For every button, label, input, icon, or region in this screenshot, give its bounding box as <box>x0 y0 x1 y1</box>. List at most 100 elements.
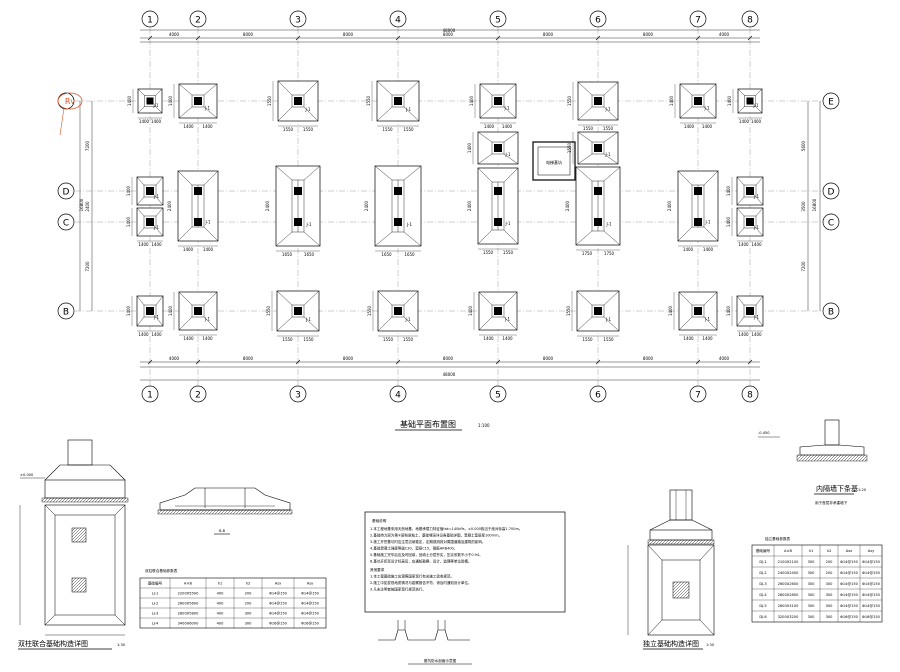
footing-dim: 1400 <box>683 336 694 341</box>
column-section <box>394 218 402 226</box>
footing-slope <box>755 106 763 114</box>
footing-step <box>743 304 757 318</box>
footing-slope <box>755 196 764 206</box>
dim-tick <box>695 35 701 41</box>
footing-slope <box>178 316 193 331</box>
footing-slope <box>478 291 493 306</box>
footing-slope <box>577 81 593 96</box>
twin-slope <box>374 165 393 181</box>
twin-dim: 1650 <box>381 252 392 257</box>
left-table-header: 基础编号 <box>148 581 163 586</box>
footing-slope <box>678 291 693 306</box>
twin-slope <box>303 231 321 247</box>
dim-tick <box>747 359 753 365</box>
column-label-1: 1 <box>147 391 153 401</box>
left-table-cell: Φ14@150 <box>269 612 288 616</box>
footing-side-dim: 1400 <box>168 305 173 316</box>
column-section <box>694 187 702 195</box>
twin-slope <box>275 231 293 247</box>
column-bubble-7 <box>689 385 707 403</box>
right-table-cell: DJ-2 <box>759 571 766 575</box>
footing-tag: J-1 <box>605 317 611 322</box>
column-section <box>146 307 154 315</box>
footing-tag: J-1 <box>204 317 210 322</box>
footing-slope <box>737 106 745 114</box>
left-detail-scale: 1:30 <box>117 643 126 647</box>
footing-slope <box>603 81 619 96</box>
twin-slope <box>203 226 219 242</box>
left-table-cell: 2600X5600 <box>178 602 199 606</box>
right-detail-title: 独立基础构造详图 <box>643 639 699 648</box>
footing-slope <box>576 316 593 332</box>
footing-slope <box>603 316 620 332</box>
twin-slope <box>603 166 621 182</box>
right-table-header: A×B <box>784 549 792 553</box>
elevator-pit: 电梯基坑 <box>532 141 576 181</box>
footing-slope <box>303 80 319 96</box>
footing-slope <box>155 295 164 306</box>
twin-slope <box>203 170 219 186</box>
footing-slope <box>403 106 420 122</box>
twin-slope <box>603 230 621 246</box>
footing-slope <box>203 316 218 331</box>
column-bubble-7 <box>689 10 707 28</box>
footing-slope <box>155 316 164 327</box>
footing-tag: J-1 <box>153 225 159 230</box>
right-table-cell: DJ-1 <box>759 560 766 564</box>
inner-wall-scale: 1:20 <box>858 488 867 492</box>
left-table-cell: 200 <box>245 592 253 596</box>
row-bubble-B <box>822 302 840 320</box>
right-table-cell: Φ16@150 <box>840 615 859 619</box>
footing-slope <box>178 83 193 96</box>
column-bubble-5 <box>489 385 507 403</box>
column-section <box>594 218 602 226</box>
footing-side-dim: 1550 <box>567 95 572 106</box>
left-table-cell: 400 <box>217 602 225 606</box>
twin-dim: 1750 <box>604 251 615 256</box>
bay-dim-top: 8000 <box>243 32 254 37</box>
footing-side-dim: 1400 <box>669 95 674 106</box>
column-bubble-1 <box>141 10 159 28</box>
footing-slope <box>136 316 145 327</box>
footing-side-dim: 1400 <box>127 95 132 106</box>
row-bubble-C <box>822 213 840 231</box>
column-bubble-2 <box>189 10 207 28</box>
footing-step <box>591 304 605 318</box>
footing-slope <box>736 227 745 237</box>
right-table-cell: DJ-4 <box>759 593 767 597</box>
footing-slope <box>136 196 145 206</box>
footing-dim: 1550 <box>583 126 594 131</box>
column-bubble-5 <box>489 10 507 28</box>
footing-slope <box>477 153 493 165</box>
twin-tag: J-1 <box>305 222 311 227</box>
footing-dim: 1400 <box>739 119 750 124</box>
footing-step <box>591 94 605 108</box>
footing-tag: J-1 <box>752 103 758 108</box>
footing-side-dim: 1400 <box>168 95 173 106</box>
right-table-cell: Φ16@150 <box>862 615 881 619</box>
footing-slope <box>403 80 420 96</box>
footing-slope <box>377 316 393 332</box>
column-label-7: 7 <box>695 16 701 26</box>
footing-step <box>191 304 205 318</box>
twin-slope <box>177 170 193 186</box>
plan-scale: 1:100 <box>478 423 490 428</box>
right-table-cell: 300 <box>808 604 816 608</box>
footing-slope <box>303 290 320 306</box>
note-extra-line: 1.本工程基础施工应遵照国家现行有关施工验收规范。 <box>370 574 454 579</box>
footing-slope <box>136 176 145 186</box>
left-table-cell: 2800X5800 <box>178 612 199 616</box>
twin-slope <box>403 231 422 247</box>
left-table-cell: 3400X6000 <box>178 622 199 626</box>
twin-tag: J-1 <box>704 220 710 225</box>
twin-slope <box>703 226 719 242</box>
right-table-cell: Φ14@150 <box>862 593 881 597</box>
row-dim-right: 5600 <box>801 140 806 151</box>
